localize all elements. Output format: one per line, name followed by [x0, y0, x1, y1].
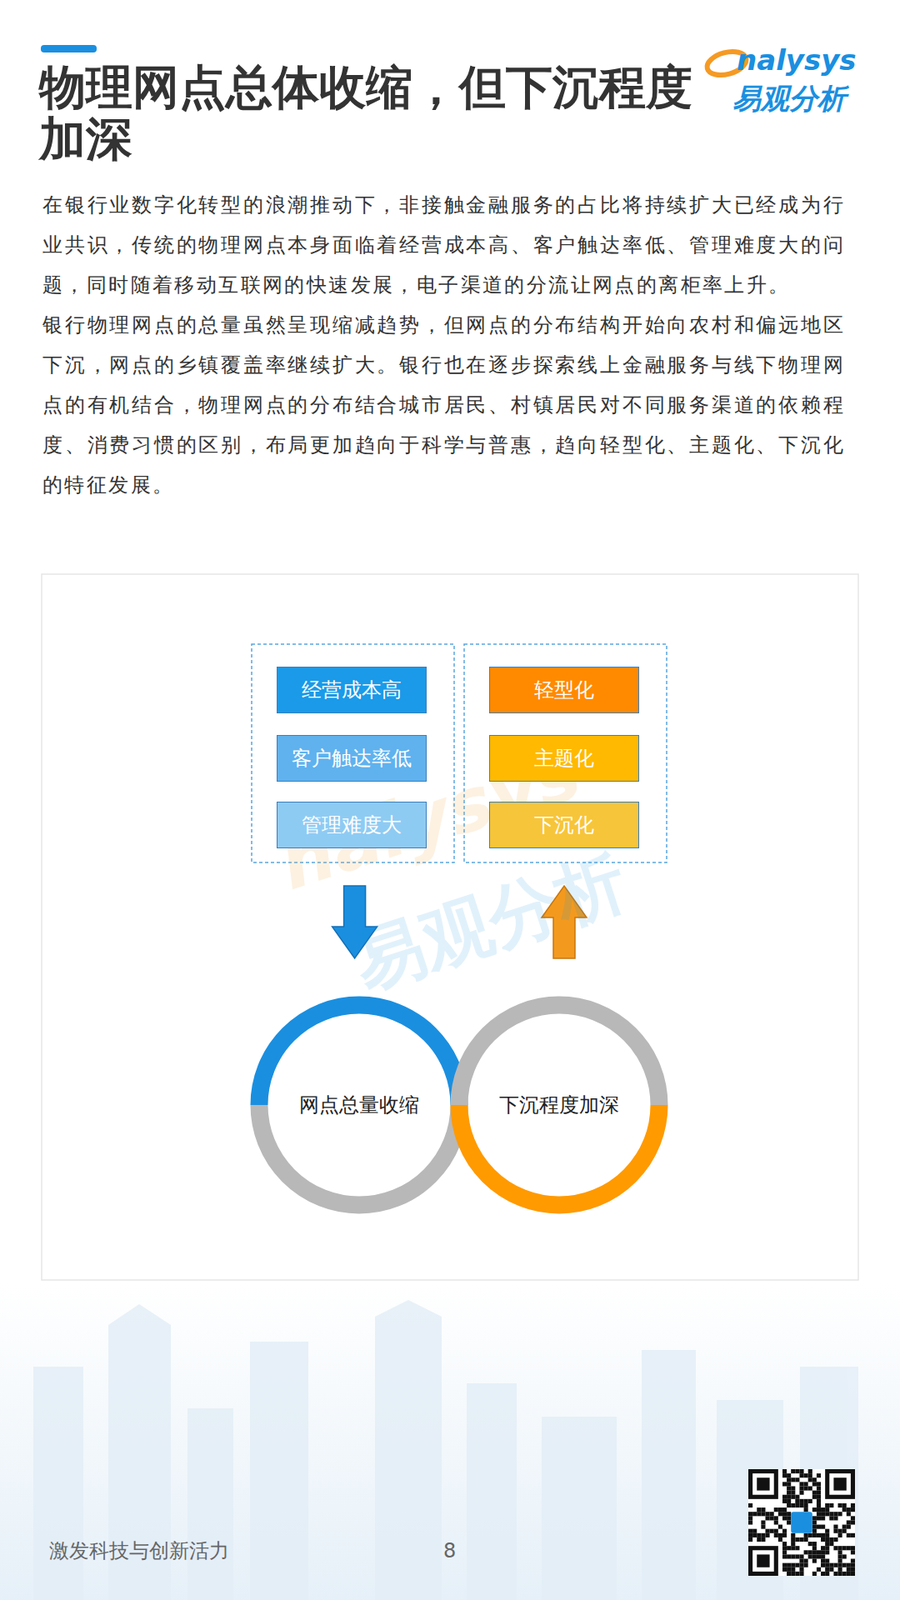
- process-box: 主题化: [489, 735, 640, 782]
- node-text: 管理难度大: [301, 812, 402, 838]
- ring-node: 网点总量收缩: [250, 995, 469, 1215]
- process-box: 管理难度大: [276, 801, 427, 849]
- node-text: 下沉程度加深: [499, 1092, 620, 1118]
- node-text: 经营成本高: [301, 677, 402, 703]
- process-box: 客户触达率低: [276, 735, 427, 782]
- logo-text: nalysys: [736, 43, 857, 77]
- process-box: 下沉化: [489, 801, 640, 849]
- ring-arc: [459, 1005, 660, 1105]
- process-box: 轻型化: [489, 666, 640, 714]
- ring-node: 下沉程度加深: [450, 995, 669, 1215]
- footer-slogan: 激发科技与创新活力: [49, 1537, 230, 1565]
- ring-arc: [259, 1005, 460, 1105]
- node-text: 轻型化: [534, 677, 595, 703]
- body-paragraph: 在银行业数字化转型的浪潮推动下，非接触金融服务的占比将持续扩大已经成为行业共识，…: [42, 185, 845, 305]
- page-title: 物理网点总体收缩，但下沉程度加深: [39, 61, 706, 165]
- logo-chinese: 易观分析: [732, 81, 846, 115]
- qr-code: [748, 1469, 855, 1576]
- body-paragraph: 银行物理网点的总量虽然呈现缩减趋势，但网点的分布结构开始向农村和偏远地区下沉，网…: [42, 305, 845, 505]
- page-number: 8: [443, 1537, 456, 1565]
- node-text: 下沉化: [534, 812, 595, 838]
- ring-arc: [259, 1105, 460, 1205]
- node-text: 客户触达率低: [291, 745, 412, 771]
- process-box: 经营成本高: [276, 666, 427, 714]
- ring-arc: [459, 1105, 660, 1205]
- node-text: 主题化: [534, 745, 595, 771]
- node-text: 网点总量收缩: [299, 1092, 420, 1118]
